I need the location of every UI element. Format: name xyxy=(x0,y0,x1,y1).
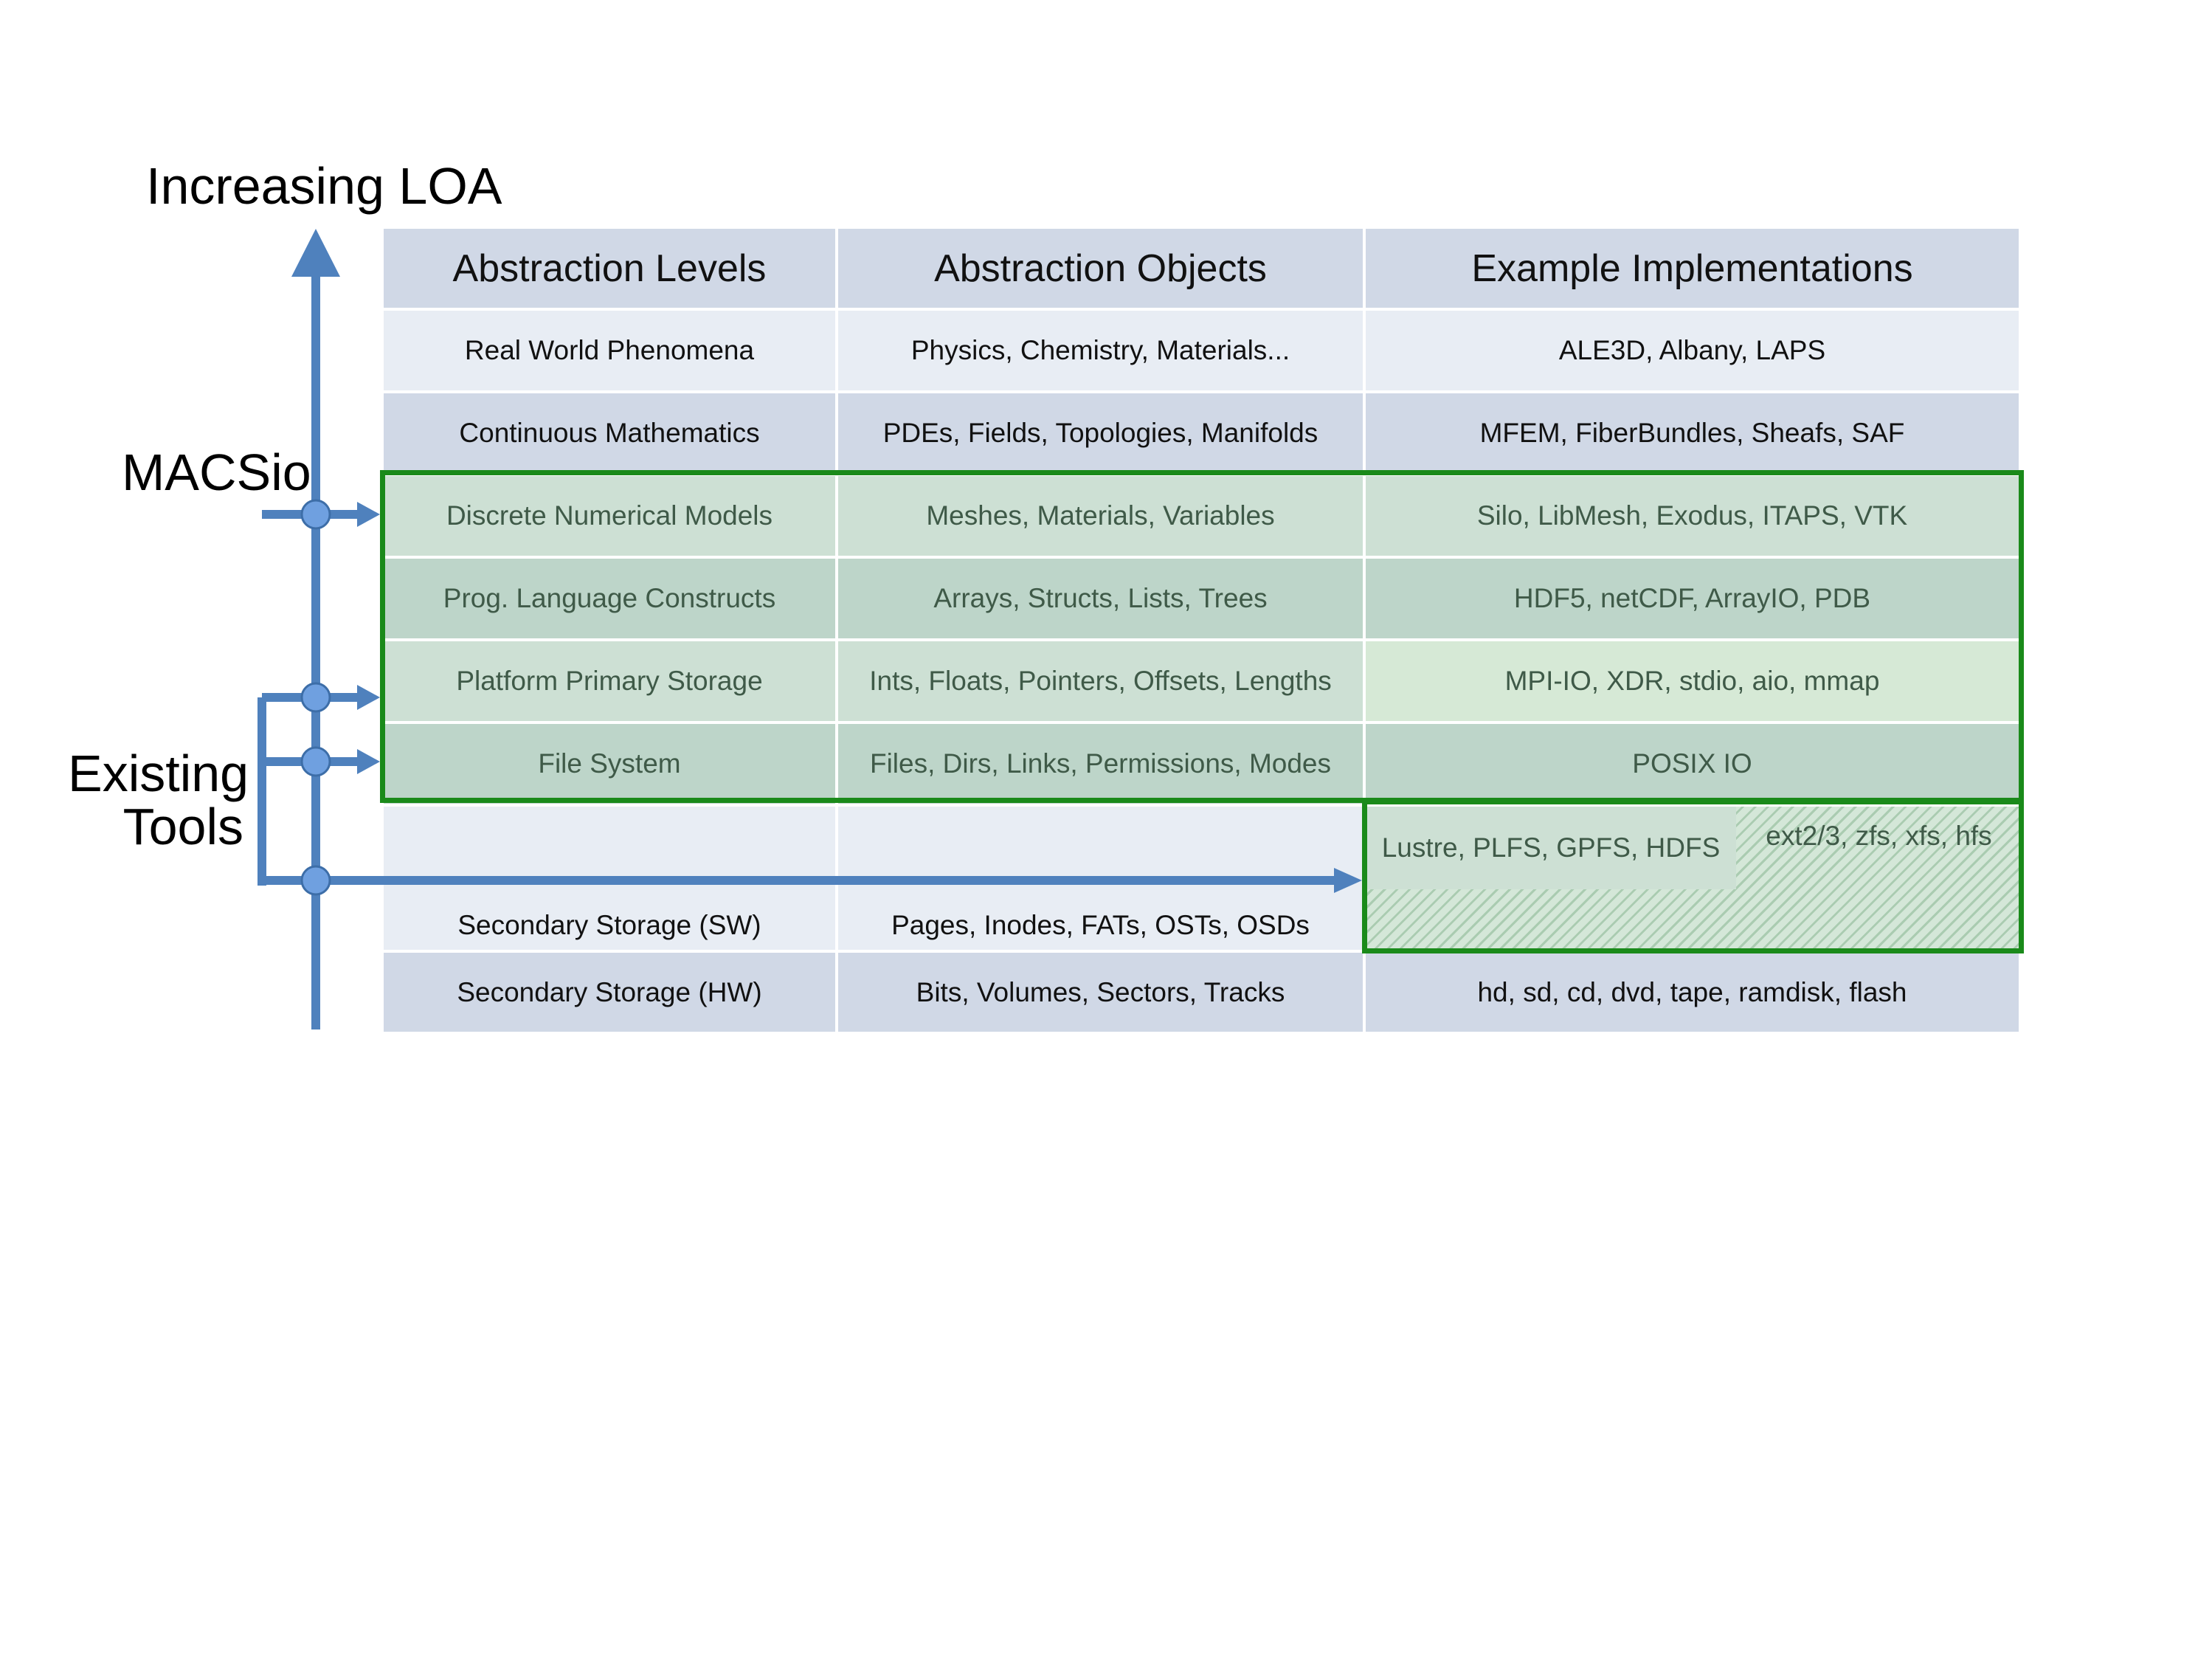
cell-objects-real-world: Physics, Chemistry, Materials... xyxy=(838,311,1363,390)
cell-objects-secondary-hw: Bits, Volumes, Sectors, Tracks xyxy=(838,953,1363,1032)
primary-storage-arrowhead xyxy=(357,685,380,710)
cell-objects-discrete-models: Meshes, Materials, Variables xyxy=(838,476,1363,556)
cell-objects-language-constructs: Arrays, Structs, Lists, Trees xyxy=(838,559,1363,638)
cell-examples-secondary-sw-local: ext2/3, zfs, xfs, hfs xyxy=(1766,821,1992,851)
cell-examples-file-system: POSIX IO xyxy=(1366,724,2019,804)
cell-examples-continuous-math: MFEM, FiberBundles, Sheafs, SAF xyxy=(1366,393,2019,473)
existing-label-line1: Existing xyxy=(68,745,249,802)
cell-examples-language-constructs: HDF5, netCDF, ArrayIO, PDB xyxy=(1366,559,2019,638)
cell-level-secondary-hw: Secondary Storage (HW) xyxy=(384,953,835,1032)
cell-examples-secondary-sw-parallel: Lustre, PLFS, GPFS, HDFS xyxy=(1366,807,1736,889)
file-system-node xyxy=(300,746,331,777)
cell-level-file-system: File System xyxy=(384,724,835,804)
macsio-arrowhead xyxy=(357,502,380,527)
cell-examples-real-world: ALE3D, Albany, LAPS xyxy=(1366,311,2019,390)
file-system-arrowhead xyxy=(357,749,380,774)
cell-objects-file-system: Files, Dirs, Links, Permissions, Modes xyxy=(838,724,1363,804)
primary-storage-node xyxy=(300,682,331,713)
axis-title: Increasing LOA xyxy=(146,157,502,215)
loa-axis-arrowhead xyxy=(291,229,340,277)
cell-objects-continuous-math: PDEs, Fields, Topologies, Manifolds xyxy=(838,393,1363,473)
cell-level-continuous-math: Continuous Mathematics xyxy=(384,393,835,473)
macsio-label: MACSio xyxy=(122,444,311,501)
cell-examples-discrete-models: Silo, LibMesh, Exodus, ITAPS, VTK xyxy=(1366,476,2019,556)
header-abstraction-levels: Abstraction Levels xyxy=(384,229,835,308)
cell-level-language-constructs: Prog. Language Constructs xyxy=(384,559,835,638)
secondary-storage-arrowhead xyxy=(1334,868,1362,893)
cell-level-real-world: Real World Phenomena xyxy=(384,311,835,390)
existing-label-line2: Tools xyxy=(122,798,243,855)
cell-level-primary-storage: Platform Primary Storage xyxy=(384,641,835,721)
cell-objects-primary-storage: Ints, Floats, Pointers, Offsets, Lengths xyxy=(838,641,1363,721)
secondary-storage-node xyxy=(300,865,331,896)
cell-level-discrete-models: Discrete Numerical Models xyxy=(384,476,835,556)
cell-examples-secondary-hw: hd, sd, cd, dvd, tape, ramdisk, flash xyxy=(1366,953,2019,1032)
header-example-implementations: Example Implementations xyxy=(1366,229,2019,308)
macsio-node xyxy=(300,499,331,530)
cell-examples-primary-storage: MPI-IO, XDR, stdio, aio, mmap xyxy=(1366,641,2019,721)
header-abstraction-objects: Abstraction Objects xyxy=(838,229,1363,308)
